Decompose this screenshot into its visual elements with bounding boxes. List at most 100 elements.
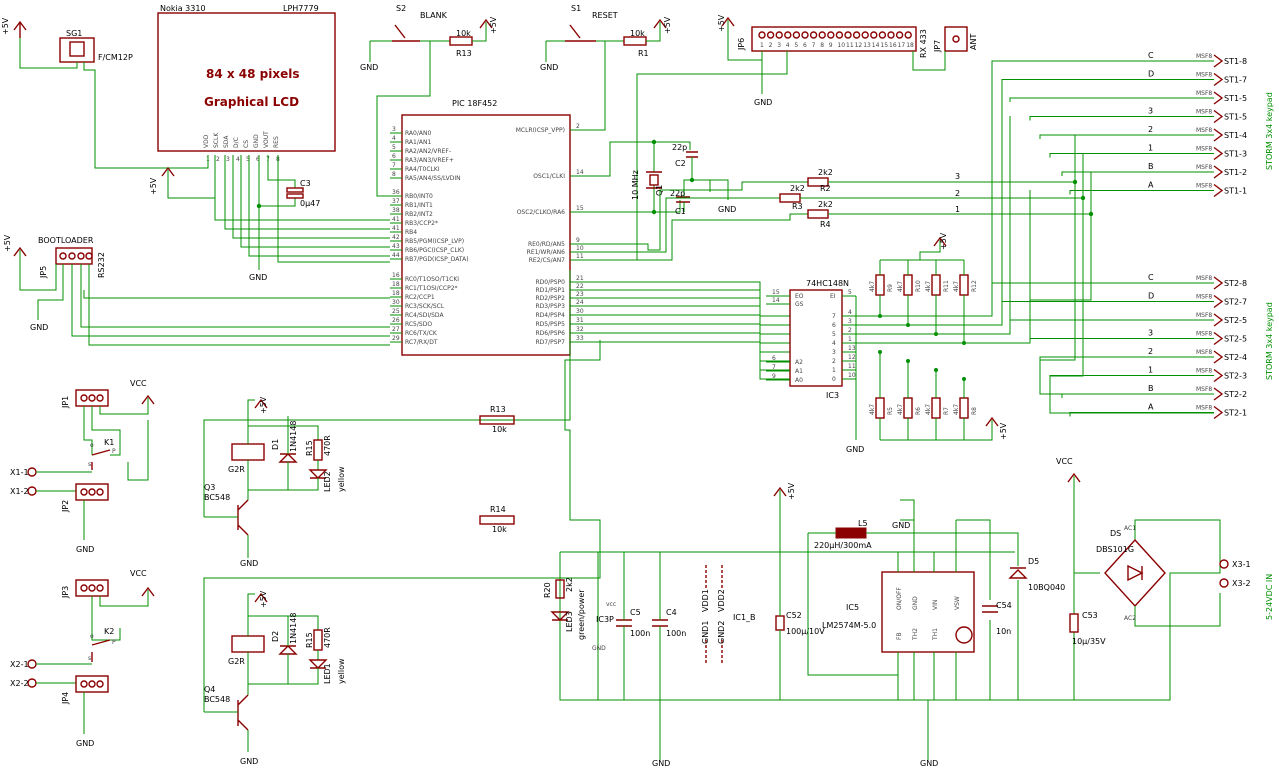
x1-1-label: X1-1 — [10, 468, 29, 477]
enc-ei: EI — [830, 293, 836, 300]
s1-label: S1 — [571, 4, 581, 13]
kp1-pin-0: ST1-8 — [1224, 57, 1247, 66]
mcu-left-pin-5: RA5/AN4/SS/LVDIN — [405, 175, 461, 182]
jp6-p5v: +5V — [717, 14, 726, 32]
d1-value: 1N4148 — [289, 421, 298, 452]
mcu-right-pin-3: RD0/PSP0 — [536, 279, 566, 286]
r1-ref: R1 — [638, 49, 649, 58]
c4-value: 100n — [666, 629, 686, 638]
c2-ref: C2 — [675, 159, 686, 168]
svg-text:14: 14 — [872, 42, 880, 49]
q4-value: BC548 — [204, 695, 230, 704]
mcu-left-pin-7: RB1/INT1 — [405, 202, 433, 209]
mcu-left-pin-17: RC3/SCK/SCL — [405, 303, 445, 310]
mcu-left-pin-21: RC7/RX/DT — [405, 339, 438, 346]
mcu-left-pin-num-3: 6 — [392, 153, 396, 160]
lcd-pin-8: RES — [273, 136, 280, 148]
kp2-sig-4: 2 — [1148, 347, 1153, 356]
mcu-left-pin-19: RC5/SDO — [405, 321, 432, 328]
svg-text:10: 10 — [837, 42, 845, 49]
mcu-left-pin-num-16: 18 — [392, 290, 400, 297]
jp4-label: JP4 — [61, 692, 70, 705]
enc-left-num-3: 7 — [772, 364, 776, 371]
svg-text:13: 13 — [863, 42, 871, 49]
r13b-ref: R13 — [490, 405, 506, 414]
k1-pin-o: o — [90, 442, 94, 449]
enc-right-num-4: 13 — [848, 345, 856, 352]
ps-p5v: +5V — [787, 482, 796, 500]
c54-ref: C54 — [996, 601, 1012, 610]
mcu-left-pin-num-7: 37 — [392, 198, 400, 205]
enc-right-num-5: 12 — [848, 354, 856, 361]
r1-value: 10k — [630, 29, 645, 38]
relay-channel-2: JP3 VCC o K2 P s X2-1 X2-2 JP4 GND G2R +… — [10, 340, 601, 766]
q3-value: BC548 — [204, 493, 230, 502]
mcu-left-pin-1: RA1/AN1 — [405, 139, 431, 146]
encoder-74hc148: 74HC148N IC3 15EO14GS6A27A19A05EI4736251… — [766, 279, 856, 400]
column-resistors: 2k2 R2 2k2 R3 2k2 R4 3 2 1 — [570, 168, 1091, 261]
rx433-label: RX 433 — [919, 29, 928, 58]
col-2-label: 2 — [955, 189, 960, 198]
ds-value: DBS101G — [1096, 545, 1134, 554]
kp2-pin-5: ST2-3 — [1224, 372, 1247, 381]
c54-value: 10n — [996, 627, 1011, 636]
mcu-right-top-num-2: 15 — [576, 205, 584, 212]
pullup-top-value-0: 4k7 — [869, 281, 876, 292]
mcu-left-pin-num-2: 5 — [392, 144, 396, 151]
kp2-pin-0: ST2-8 — [1224, 279, 1247, 288]
mcu-left-pin-num-5: 8 — [392, 171, 396, 178]
kp1-sig-7: A — [1148, 181, 1154, 190]
lcd-pin-1: VDD — [203, 134, 210, 148]
kp1-msf-5: MSF8 — [1196, 146, 1212, 153]
ic5-pin-6: TH1 — [932, 628, 939, 641]
r13-value: 10k — [456, 29, 471, 38]
r20-ref: R20 — [543, 582, 552, 598]
pullup-bot-value-1: 4k7 — [897, 404, 904, 415]
r4-ref: R4 — [820, 220, 831, 229]
lcd-pin-7: VOUT — [263, 131, 270, 148]
mcu-right-pin-0: RE0/RD/AN5 — [528, 241, 565, 248]
mcu-right-pin-9: RD6/PSP6 — [536, 330, 566, 337]
mcu-left-pin-16: RC2/CCP1 — [405, 294, 435, 301]
mcu-right-pin-num-0: 9 — [576, 237, 580, 244]
mcu-left-pin-0: RA0/AN0 — [405, 130, 431, 137]
kp2-pin-3: ST2-5 — [1224, 335, 1247, 344]
pullup-top-ref-1: R10 — [915, 280, 922, 292]
svg-text:15: 15 — [880, 42, 888, 49]
lcd-pin-num-4: 4 — [236, 156, 240, 163]
mcu-left-pin-num-18: 25 — [392, 308, 400, 315]
lcd-pin-6: GND — [253, 134, 260, 148]
switch-s1-reset[interactable]: S1 RESET 10k R1 +5V GND — [540, 4, 672, 131]
mcu-right-pin-7: RD4/PSP4 — [536, 312, 566, 319]
kp1-sig-0: C — [1148, 51, 1154, 60]
ps-vcc: VCC — [1056, 457, 1073, 466]
kp1-sig-6: B — [1148, 162, 1154, 171]
svg-text:4: 4 — [786, 42, 790, 49]
k1-ref: K1 — [104, 438, 114, 447]
d5-value: 10BQ040 — [1028, 583, 1065, 592]
mcu-left-pin-9: RB3/CCP2* — [405, 220, 438, 227]
switch-s2-blank[interactable]: S2 BLANK 10k R13 +5V GND — [360, 4, 498, 197]
kp1-sig-3: 3 — [1148, 107, 1153, 116]
jp1-label: JP1 — [61, 396, 70, 409]
r14-ref: R14 — [490, 505, 506, 514]
r2-value: 2k2 — [818, 168, 833, 177]
kp2-msf-6: MSF8 — [1196, 386, 1212, 393]
jp7-label: JP7 — [933, 40, 942, 53]
mcu-left-pin-11: RB5/PGM(ICSP_LVP) — [405, 238, 464, 245]
mcu-left-pin-num-0: 3 — [392, 126, 396, 133]
d2-value: 1N4148 — [289, 613, 298, 644]
k2-pin-s: s — [88, 655, 91, 662]
svg-text:17: 17 — [898, 42, 906, 49]
enc-right-5: 2 — [832, 358, 836, 365]
pullup-top-ref-2: R11 — [943, 280, 950, 292]
ic5-gnd: GND — [892, 521, 910, 530]
r15b-ref: R15 — [305, 632, 314, 648]
ds-ref: DS — [1110, 529, 1121, 538]
pullup-bot-ref-2: R7 — [943, 407, 950, 415]
lcd-pin-5: CS — [243, 140, 250, 148]
mcu-left-pin-10: RB4 — [405, 229, 417, 236]
pullup-bot-value-0: 4k7 — [869, 404, 876, 415]
s2-gnd: GND — [360, 63, 378, 72]
